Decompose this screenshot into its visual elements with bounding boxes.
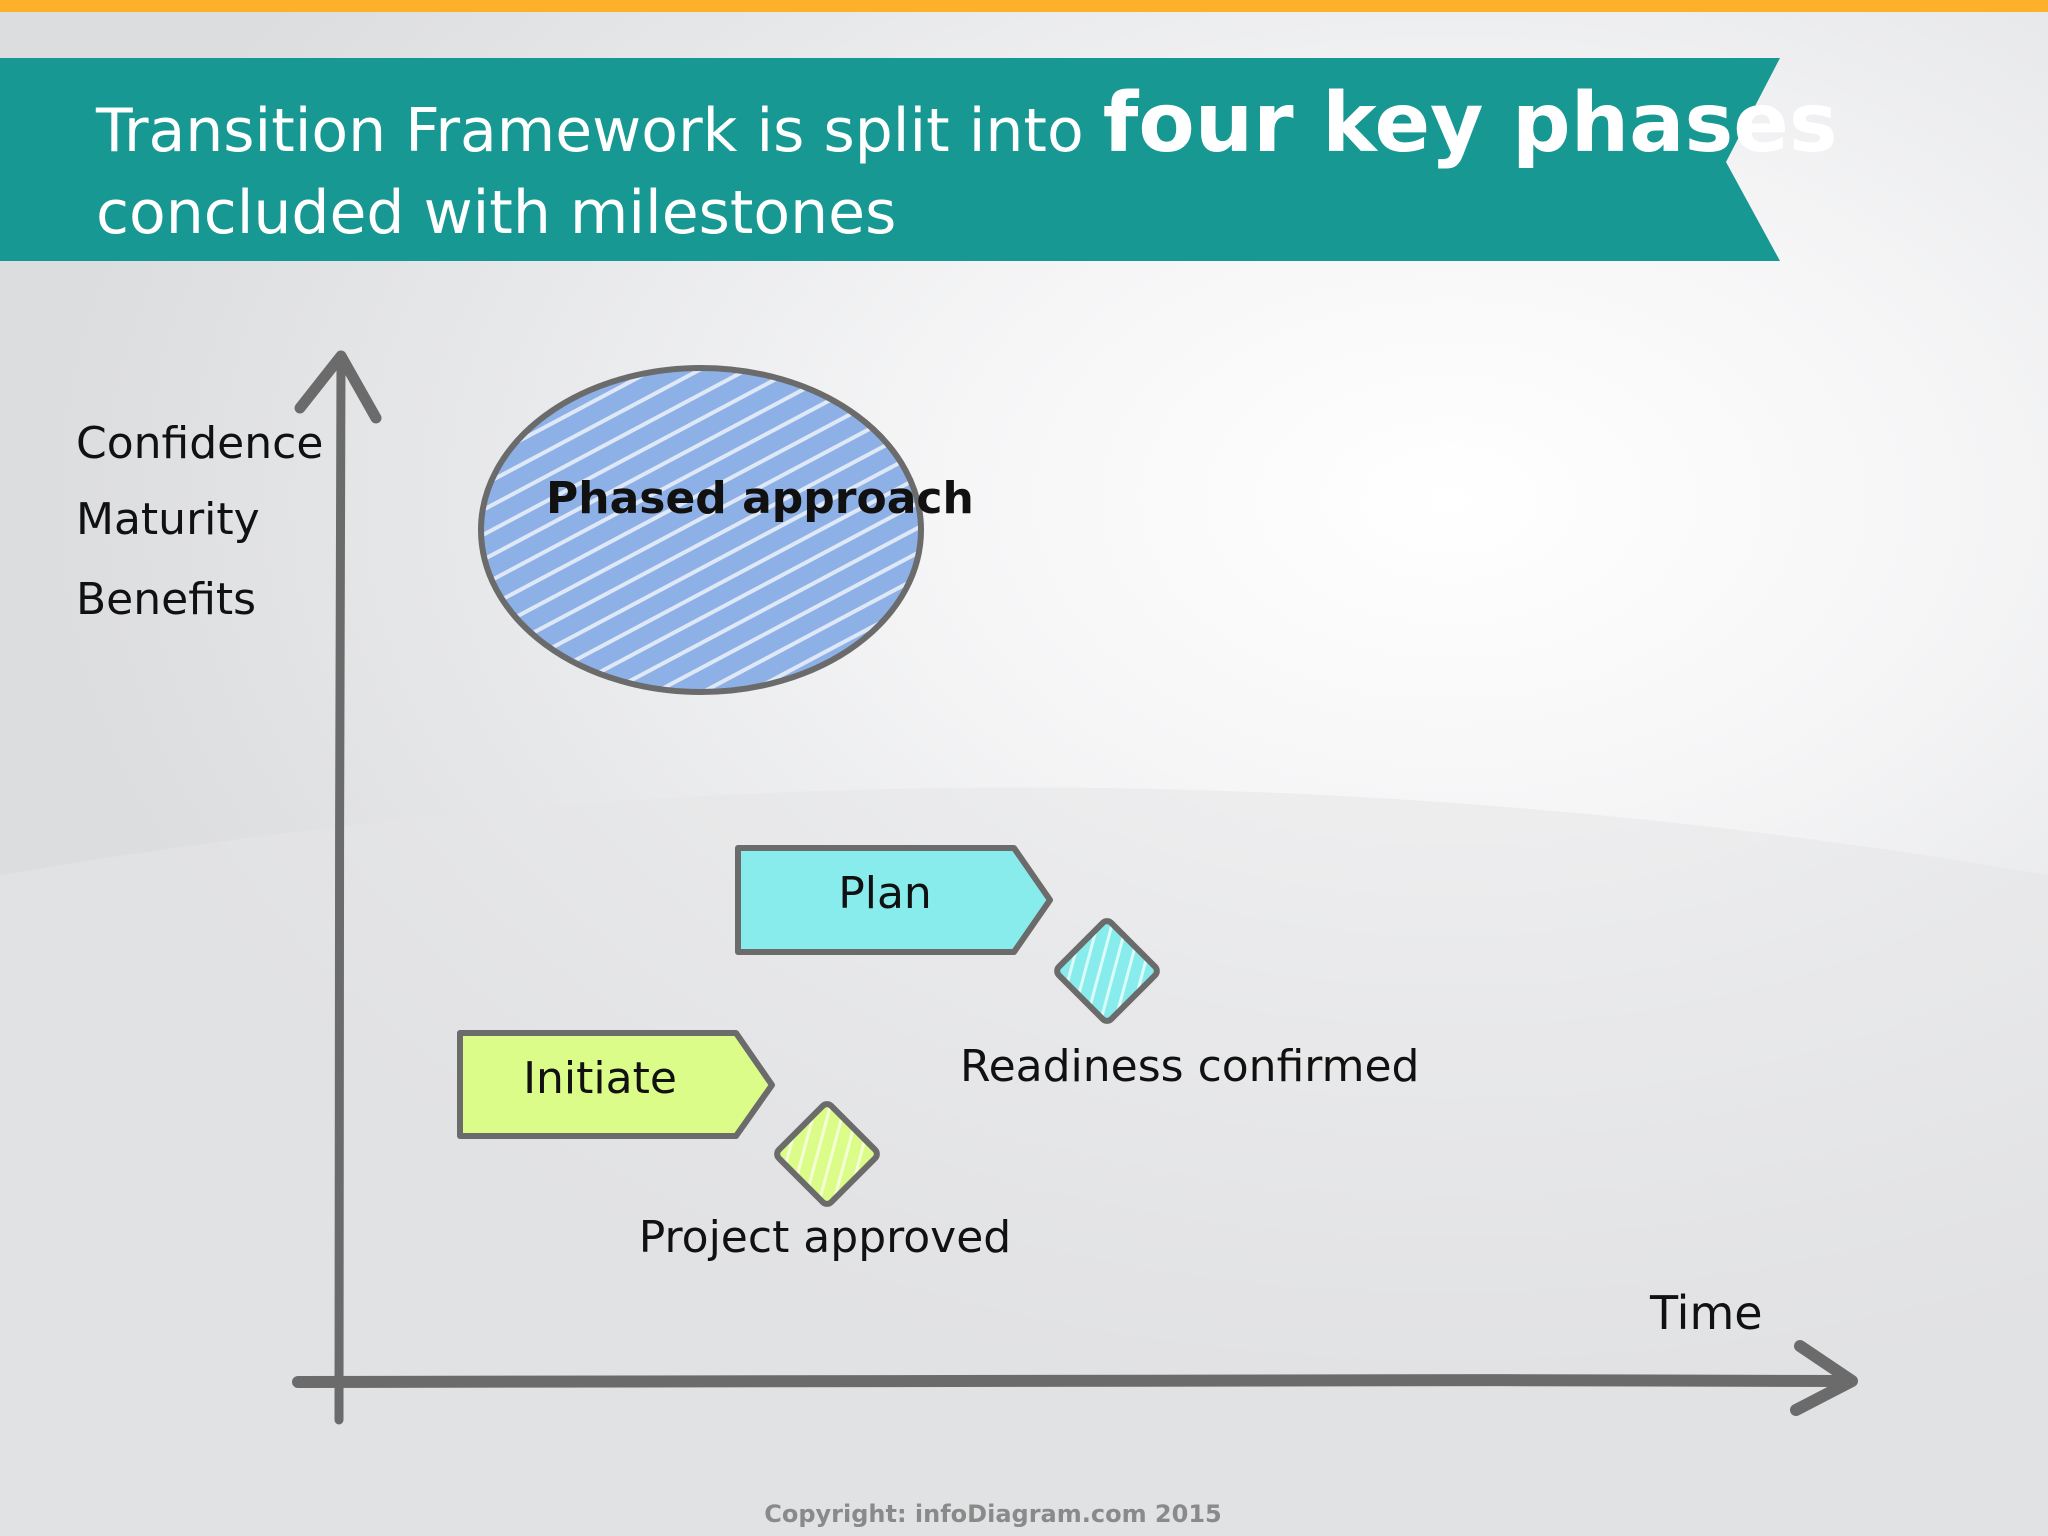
phased-approach-label: Phased approach [546, 473, 974, 524]
readiness-milestone-diamond [1054, 918, 1160, 1024]
y-label-benefits: Benefits [76, 574, 257, 625]
approved-milestone-label: Project approved [638, 1212, 1012, 1263]
y-label-confidence: Confidence [76, 418, 324, 469]
approved-milestone-diamond [774, 1101, 880, 1207]
phased-approach-ellipse [478, 365, 924, 695]
title-prefix: Transition Framework is split into [96, 96, 1103, 166]
initiate-phase-shape [457, 1030, 775, 1139]
y-label-maturity: Maturity [76, 494, 260, 545]
plan-phase-label: Plan [838, 868, 932, 919]
y-axis [294, 350, 382, 1425]
background-curve [0, 787, 2048, 1536]
plan-phase-shape [735, 845, 1053, 955]
slide-title-line2: concluded with milestones [96, 178, 897, 248]
slide-title-line1: Transition Framework is split into four … [96, 76, 1838, 171]
initiate-phase-label: Initiate [523, 1053, 677, 1104]
x-axis [292, 1340, 1858, 1416]
title-emphasis: four key phases [1102, 76, 1838, 171]
copyright-footer: Copyright: infoDiagram.com 2015 [764, 1500, 1222, 1528]
top-accent-bar [0, 0, 2048, 12]
x-axis-label: Time [1650, 1286, 1763, 1340]
readiness-milestone-label: Readiness confirmed [960, 1041, 1420, 1092]
title-banner [0, 58, 1780, 261]
